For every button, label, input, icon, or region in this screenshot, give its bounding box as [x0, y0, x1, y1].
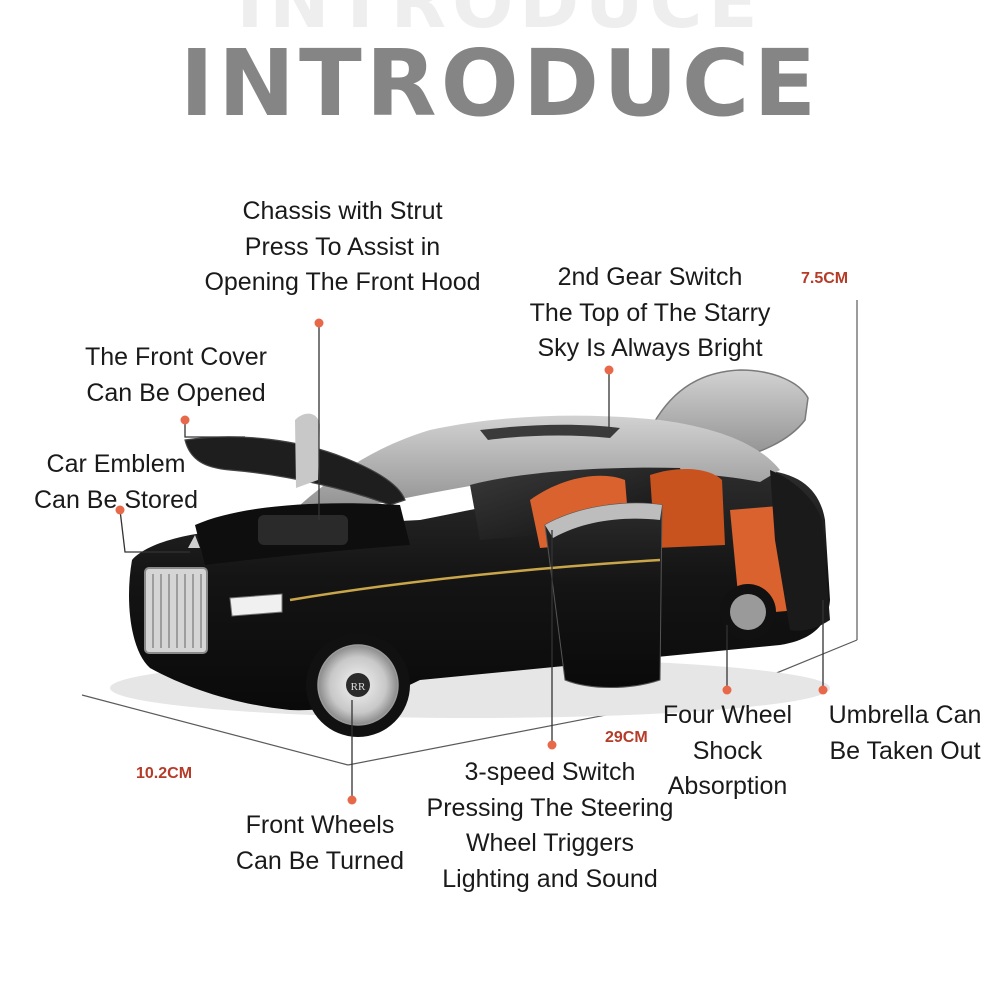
- rear-wheel: [720, 584, 776, 640]
- front-door-window-frame: [545, 503, 662, 538]
- callout-dots: [115, 318, 828, 805]
- label-line: Wheel Triggers: [465, 829, 635, 857]
- grille-bars: [152, 574, 202, 648]
- rear-door-open: [770, 470, 830, 631]
- label-line: Lighting and Sound: [442, 864, 658, 893]
- dot-gear-switch: [604, 365, 614, 375]
- label-line: 3-speed Switch: [464, 758, 636, 786]
- dimension-length: 29CM: [605, 729, 648, 746]
- label-line: Chassis with Strut: [242, 197, 443, 225]
- headlight: [229, 593, 283, 617]
- label-line: Shock: [692, 736, 763, 765]
- page-title: INTRODUCE: [179, 30, 821, 137]
- interior-seat-rear: [650, 468, 725, 548]
- label-front-cover: The Front Cover Can Be Opened: [60, 340, 292, 411]
- dot-chassis: [314, 318, 324, 328]
- front-left-door-open: [295, 413, 320, 488]
- label-emblem: Car Emblem Can Be Stored: [18, 447, 214, 518]
- front-wheel: [306, 633, 410, 737]
- label-line: Can Be Opened: [86, 378, 266, 407]
- dot-emblem: [115, 505, 125, 515]
- leader-emblem: [119, 509, 190, 553]
- label-line: Umbrella Can: [828, 701, 982, 729]
- label-line: Four Wheel: [662, 701, 793, 729]
- label-line: Absorption: [667, 772, 788, 800]
- width-line: [81, 694, 349, 766]
- coachline-stripe: [289, 558, 661, 602]
- label-line: 2nd Gear Switch: [557, 263, 743, 291]
- faded-header-text: INTRODUCE: [236, 0, 764, 44]
- label-line: Pressing The Steering: [426, 793, 674, 822]
- label-line: The Front Cover: [84, 343, 267, 371]
- car-roof: [300, 415, 780, 515]
- front-grille: [144, 567, 208, 654]
- car-model: RR: [110, 369, 831, 737]
- dimension-height: 7.5CM: [801, 270, 849, 287]
- wheel-badge: RR: [351, 681, 366, 693]
- front-hood-open: [184, 436, 406, 506]
- hood-ornament: [188, 535, 200, 548]
- dot-front-cover: [180, 415, 190, 425]
- label-shock: Four Wheel Shock Absorption: [650, 698, 805, 805]
- dot-shock: [722, 685, 732, 695]
- label-line: Be Taken Out: [829, 736, 981, 765]
- dot-speed-switch: [547, 740, 557, 750]
- label-line: Opening The Front Hood: [204, 268, 481, 296]
- dot-front-wheels: [347, 795, 357, 805]
- leader-front-cover: [184, 422, 245, 438]
- label-umbrella: Umbrella Can Be Taken Out: [812, 698, 998, 769]
- label-gear-switch: 2nd Gear Switch The Top of The Starry Sk…: [500, 260, 800, 367]
- engine-cover: [258, 515, 348, 545]
- label-line: Can Be Turned: [235, 846, 405, 875]
- label-line: Car Emblem: [46, 450, 186, 478]
- sunroof: [480, 424, 620, 440]
- label-line: Sky Is Always Bright: [537, 334, 763, 362]
- callout-leaders: [119, 323, 824, 800]
- dimension-width: 10.2CM: [136, 765, 193, 782]
- label-line: The Top of The Starry: [529, 298, 771, 327]
- label-chassis: Chassis with Strut Press To Assist in Op…: [180, 194, 505, 301]
- dot-umbrella: [818, 685, 828, 695]
- label-line: Can Be Stored: [34, 485, 198, 514]
- label-line: Press To Assist in: [244, 232, 441, 261]
- label-speed-switch: 3-speed Switch Pressing The Steering Whe…: [400, 755, 700, 897]
- label-line: Front Wheels: [245, 811, 395, 839]
- label-front-wheels: Front Wheels Can Be Turned: [215, 808, 425, 879]
